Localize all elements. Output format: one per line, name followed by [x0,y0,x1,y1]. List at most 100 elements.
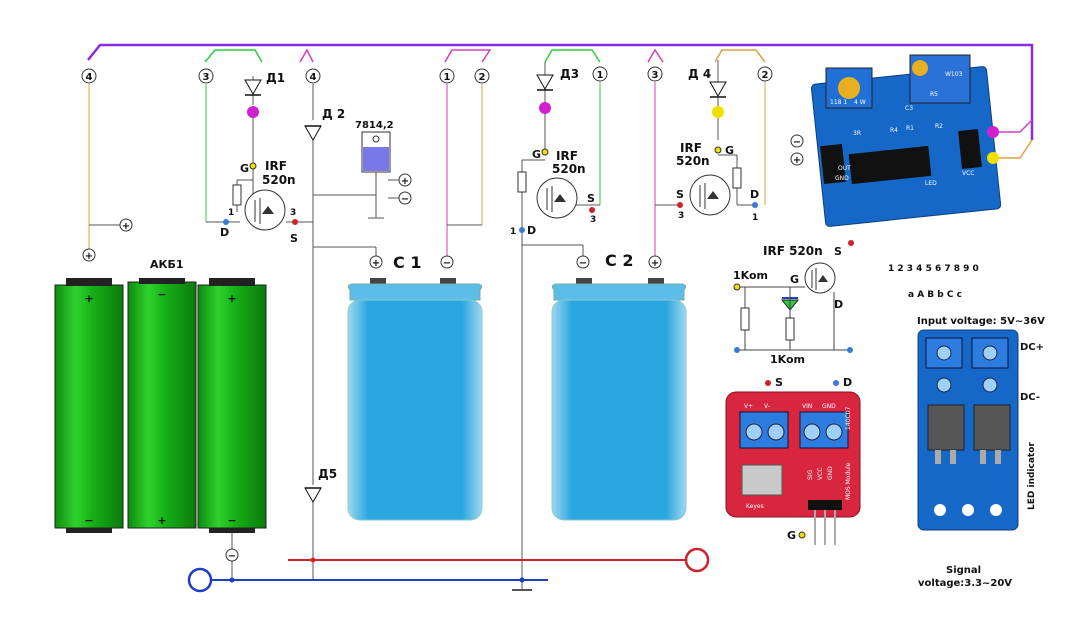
connector-1b: 1 [592,66,608,82]
svg-text:−: − [157,288,166,301]
left-wiring [88,76,483,580]
gate-driver-detail: IRF 520n S 1Kom G D 1Kom [733,240,854,366]
svg-text:Д5: Д5 [318,467,337,481]
svg-text:520n: 520n [676,154,710,168]
svg-text:R4: R4 [890,127,898,134]
svg-text:Д1: Д1 [266,71,285,85]
svg-text:D: D [527,224,536,237]
svg-text:S: S [587,192,595,205]
regulator-7814: 7814,2 + − [355,120,412,205]
svg-text:−: − [401,194,409,205]
mosfet-3: G IRF 520n S 3 D 1 [676,141,759,223]
svg-text:G: G [725,144,734,157]
svg-text:+: + [793,155,801,166]
connector-4a: 4 [81,68,97,84]
svg-text:LED: LED [925,180,937,187]
svg-text:GND: GND [835,175,849,182]
diode-d1: Д1 [244,71,285,118]
diode-d4: Д 4 [688,67,727,118]
svg-text:R5: R5 [930,91,938,98]
svg-text:118 1: 118 1 [830,99,847,106]
svg-text:DC+: DC+ [1020,342,1044,353]
svg-text:3: 3 [652,70,659,81]
svg-text:2: 2 [479,72,486,83]
svg-text:voltage:3.3~20V: voltage:3.3~20V [918,578,1012,589]
ground-terminal [187,567,213,593]
svg-text:VIN: VIN [802,403,812,410]
svg-text:С 1: С 1 [393,253,421,272]
svg-text:+: + [651,258,659,269]
svg-text:MOS Module: MOS Module [845,462,852,500]
dual-mos-board: Input voltage: 5V~36V DC+ DC- LED indica… [917,316,1045,589]
battery-pack: + + − АКБ1 + − + − + − [54,218,267,562]
top-bus [87,43,1034,140]
svg-text:1: 1 [752,213,758,223]
svg-text:LED indicator: LED indicator [1027,442,1037,510]
svg-text:GND: GND [827,466,834,480]
svg-text:Д 4: Д 4 [688,67,711,81]
svg-text:V+: V+ [744,403,753,410]
svg-text:−: − [84,514,93,527]
right-wiring [512,60,766,591]
svg-text:1: 1 [510,227,516,237]
svg-text:G: G [787,529,796,542]
svg-text:+: + [372,258,380,269]
svg-text:1: 1 [228,208,234,218]
capacitor-c2: − + С 2 [551,251,687,521]
letter-reference: a A B b C c [908,290,962,300]
connector-markers: 4 3 4 1 2 1 3 2 [81,66,773,84]
svg-text:D: D [834,298,843,311]
svg-text:520n: 520n [262,173,296,187]
svg-text:+: + [122,221,130,232]
connector-2b: 2 [757,66,773,82]
svg-text:V-: V- [764,403,770,410]
svg-text:Д3: Д3 [560,67,579,81]
svg-text:G: G [790,273,799,286]
svg-text:S: S [676,188,684,201]
diode-d2: Д 2 [304,107,345,142]
svg-text:W103: W103 [945,71,963,78]
svg-text:IRF: IRF [265,159,287,173]
pwm-blue-board: 118 1 4 W W103 3R R4 R1 R2 C3 R5 OUT GND… [790,54,1033,227]
svg-text:520n: 520n [552,162,586,176]
svg-text:+: + [401,176,409,187]
svg-text:1Kom: 1Kom [770,353,805,366]
svg-text:−: − [228,551,236,562]
svg-text:1: 1 [597,70,604,81]
svg-text:2: 2 [762,70,769,81]
svg-text:DC-: DC- [1020,392,1040,403]
svg-text:D: D [843,376,852,389]
connector-4b: 4 [305,68,321,84]
svg-text:IRF: IRF [556,149,578,163]
svg-text:−: − [579,258,587,269]
red-mos-board: S D V+ V- VIN GND 140C07 Keyes SIG VCC G… [725,376,861,545]
svg-text:S: S [834,245,842,258]
svg-text:7814,2: 7814,2 [355,120,394,131]
digit-reference: 1 2 3 4 5 6 7 8 9 0 [888,264,979,274]
rails [187,547,710,593]
svg-text:3: 3 [678,211,684,221]
svg-text:С 2: С 2 [605,251,633,270]
svg-text:VCC: VCC [962,170,974,177]
svg-text:G: G [532,148,541,161]
svg-text:S: S [775,376,783,389]
svg-text:+: + [85,251,93,262]
svg-text:GND: GND [822,403,836,410]
svg-text:4: 4 [86,72,93,83]
svg-text:C3: C3 [905,105,913,112]
svg-text:OUT: OUT [838,165,851,172]
svg-text:R1: R1 [906,125,914,132]
connector-2a: 2 [474,68,490,84]
svg-text:VCC: VCC [817,468,824,480]
svg-text:SIG: SIG [807,469,814,480]
svg-text:1: 1 [444,72,451,83]
svg-text:3R: 3R [853,130,861,137]
mosfet-1: G IRF 520n 1 D 3 S [220,159,298,245]
svg-text:140C07: 140C07 [845,407,852,430]
svg-text:IRF: IRF [680,141,702,155]
svg-text:R2: R2 [935,123,943,130]
mosfet-2: G IRF 520n S 3 1 D [510,148,596,237]
svg-text:+: + [157,514,166,527]
